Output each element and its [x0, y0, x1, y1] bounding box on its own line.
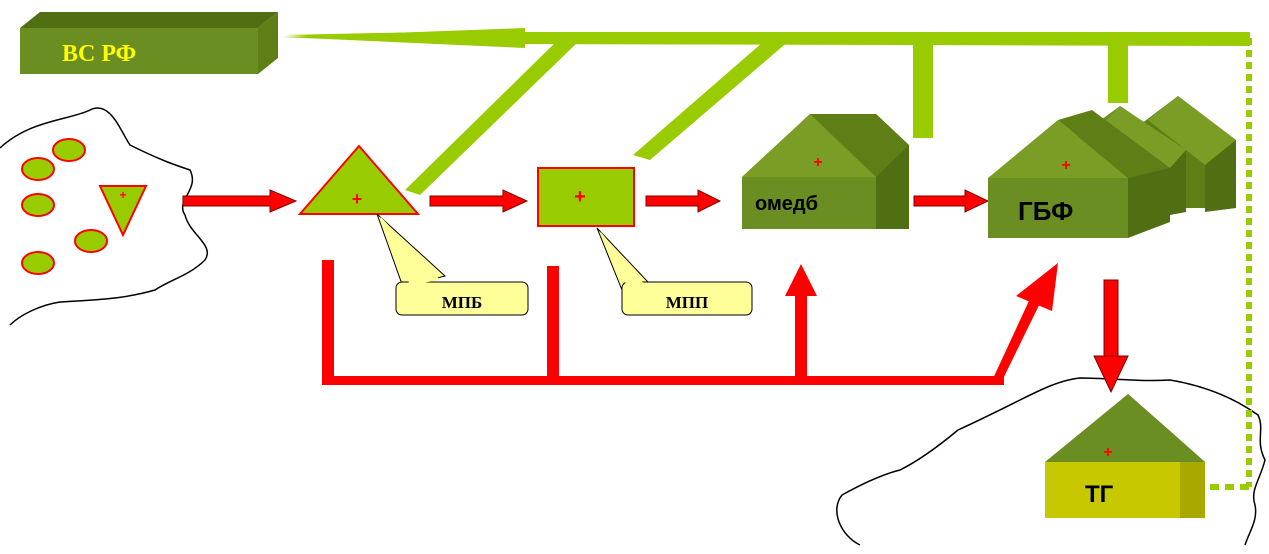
mpb-callout: МПБ: [376, 213, 529, 316]
rear-boundary: [836, 377, 1266, 546]
cross-icon: +: [813, 154, 822, 171]
vs-rf-box: ВС РФ: [20, 12, 278, 74]
arrow-to-tg: [1093, 279, 1129, 394]
gbf-node: + ГБФ: [988, 96, 1236, 238]
diag-line-mpb: [405, 36, 580, 195]
company-post-triangle: [98, 185, 148, 238]
cross-icon: +: [1103, 444, 1112, 461]
mpp-node: +: [537, 167, 635, 227]
mpb-label: МПБ: [442, 293, 483, 312]
gbf-label: ГБФ: [1018, 196, 1073, 226]
tg-node: + ТГ: [1045, 394, 1205, 518]
frontline-boundary: [0, 107, 208, 326]
diag-line-mpp: [633, 36, 790, 160]
arrow-to-omedb: [645, 189, 722, 213]
unit-oval: [74, 229, 108, 253]
vert-line-omedb: [913, 38, 933, 138]
omedb-node: + омедб: [742, 114, 909, 229]
mpp-label: МПП: [666, 293, 709, 312]
bypass-riser-omedb: [795, 293, 807, 381]
omedb-label: омедб: [755, 193, 818, 215]
cross-icon: +: [574, 186, 586, 208]
bypass-arrow-to-gbf: [1016, 263, 1058, 311]
return-bar: [520, 32, 1250, 44]
bypass-riser-mpb: [322, 260, 334, 384]
arrow-to-mpp: [429, 189, 529, 213]
cross-icon: +: [352, 189, 363, 209]
arrow-to-gbf: [913, 189, 990, 213]
mpp-callout: МПП: [596, 227, 753, 316]
arrow-to-mpb: [182, 189, 298, 213]
bypass-arrows: [322, 260, 1058, 385]
unit-oval: [21, 193, 55, 217]
bypass-riser-mpp: [547, 266, 559, 384]
return-lines: [282, 28, 1252, 490]
field-units: +: [21, 138, 148, 275]
unit-oval: [21, 157, 55, 181]
tg-label: ТГ: [1085, 481, 1114, 508]
bypass-arrow-to-omedb: [785, 264, 817, 296]
return-arrow-head: [282, 28, 525, 48]
cross-icon: +: [1061, 157, 1070, 174]
evac-arrows: [182, 189, 990, 213]
cross-icon: +: [119, 188, 126, 202]
bypass-base-line: [322, 376, 1004, 385]
bypass-diagonal-to-gbf: [990, 290, 1044, 385]
unit-oval: [52, 138, 86, 162]
unit-oval: [21, 251, 55, 275]
vert-line-gbf: [1108, 38, 1128, 103]
vs-rf-label: ВС РФ: [62, 41, 136, 67]
mpb-node: +: [297, 144, 421, 215]
